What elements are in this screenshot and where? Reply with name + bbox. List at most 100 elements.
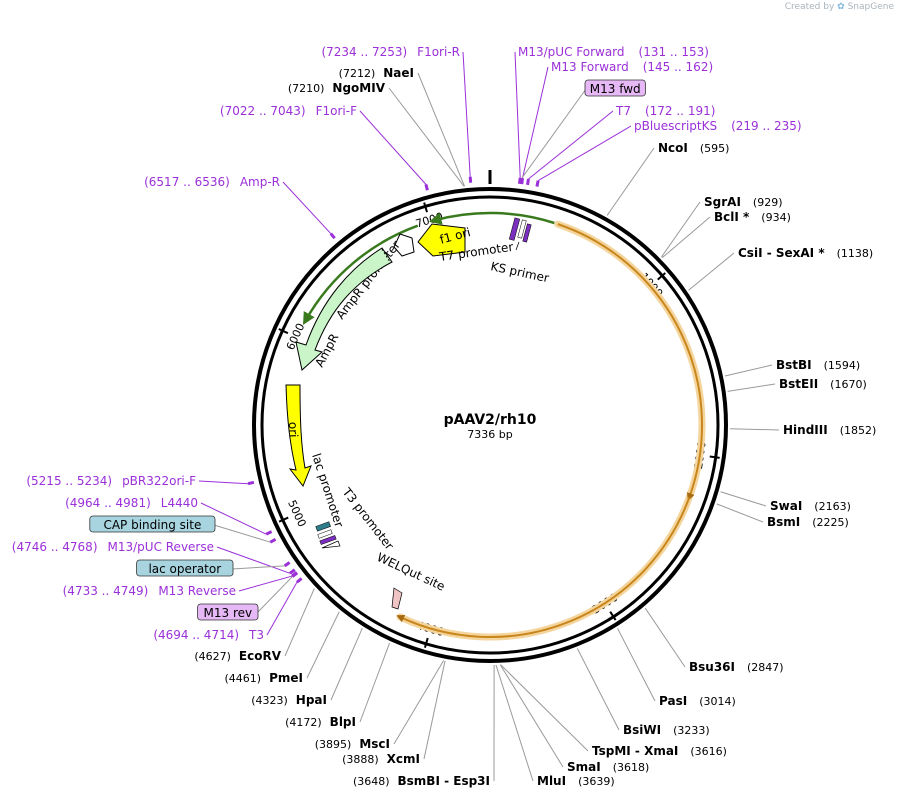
- enzyme-leader-line: [423, 660, 446, 760]
- primer-leader-line: [238, 575, 293, 592]
- primer-leader-line: [200, 502, 267, 535]
- enzyme-site[interactable]: BsmI(2225): [767, 515, 849, 529]
- boxed-feature-label[interactable]: M13 fwd: [590, 82, 641, 96]
- enzyme-site[interactable]: BstEII(1670): [779, 377, 867, 391]
- enzyme-leader-line: [499, 664, 564, 768]
- enzyme-site[interactable]: MluI(3639): [537, 774, 615, 788]
- primer-name: F1ori-F: [316, 104, 357, 118]
- enzyme-site[interactable]: (3895)MscI: [315, 737, 390, 751]
- enzyme-site[interactable]: (4627)EcoRV: [194, 649, 281, 663]
- primer-site[interactable]: M13/pUC Forward (131 .. 153): [518, 45, 709, 59]
- enzyme-site[interactable]: (7212)NaeI: [339, 66, 414, 80]
- primer-name: M13/pUC Forward: [518, 45, 625, 59]
- enzyme-site[interactable]: SwaI (2163): [770, 499, 851, 513]
- enzyme-name: SwaI: [770, 499, 802, 513]
- enzyme-site[interactable]: (4323) HpaI: [251, 693, 327, 707]
- primer-mark: [269, 538, 277, 544]
- tick-mark: [278, 328, 289, 335]
- enzyme-site[interactable]: CsiI - SexAI *(1138): [738, 246, 873, 260]
- enzyme-name: MscI: [359, 737, 390, 751]
- tick-label: 5000: [285, 498, 308, 529]
- primer-name: Amp-R: [240, 175, 280, 189]
- enzyme-name: CsiI - SexAI *: [738, 246, 825, 260]
- enzyme-site[interactable]: (4461) PmeI: [225, 671, 303, 685]
- boxed-feature-label[interactable]: CAP binding site: [103, 518, 201, 532]
- enzyme-site[interactable]: (4172)BlpI: [285, 715, 356, 729]
- primer-range: (5215 .. 5234): [26, 474, 112, 488]
- enzyme-site[interactable]: NcoI(595): [658, 141, 729, 155]
- tick-mark: [423, 202, 428, 213]
- enzyme-position: (3014): [699, 695, 736, 708]
- enzyme-name: BstEII: [779, 377, 818, 391]
- enzyme-site[interactable]: HindIII(1852): [783, 423, 876, 437]
- primer-leader-line: [266, 581, 298, 636]
- enzyme-site[interactable]: BclI *(934): [714, 210, 791, 224]
- primer-leader-line: [521, 88, 587, 179]
- primer-name: M13 Forward: [551, 60, 629, 74]
- snapgene-logo-icon: ✿: [837, 2, 845, 12]
- enzyme-name: NaeI: [383, 66, 414, 80]
- tick-mark: [709, 455, 720, 459]
- enzyme-position: (2163): [814, 500, 851, 513]
- primer-leader-line: [213, 524, 271, 543]
- primer-site[interactable]: (5215 .. 5234)pBR322ori-F: [26, 474, 196, 488]
- enzyme-name: TspMI - XmaI: [592, 744, 678, 758]
- enzyme-leader-line: [500, 664, 589, 752]
- enzyme-site[interactable]: (7210)NgoMIV: [288, 81, 386, 95]
- feature-box: [136, 559, 234, 577]
- ori-feature: ori: [285, 384, 312, 488]
- plasmid-size: 7336 bp: [467, 428, 512, 441]
- primer-site[interactable]: (4733 .. 4749)M13 Reverse: [63, 584, 236, 598]
- enzyme-site[interactable]: (3648)BsmBI - Esp3I: [353, 774, 490, 788]
- primer-range: (4694 .. 4714): [153, 628, 239, 642]
- enzyme-leader-line: [576, 648, 620, 731]
- backbone-outer: [252, 187, 728, 663]
- enzyme-position: (929): [753, 196, 783, 209]
- primer-site[interactable]: (7022 .. 7043) F1ori-F: [220, 104, 357, 118]
- enzyme-position: (2225): [812, 516, 849, 529]
- enzyme-name: SmaI: [567, 760, 601, 774]
- primer-name: L4440: [161, 496, 198, 510]
- enzyme-name: EcoRV: [239, 649, 282, 663]
- enzyme-site[interactable]: SmaI(3618): [567, 760, 649, 774]
- enzyme-name: HpaI: [296, 693, 327, 707]
- primer-site[interactable]: (4694 .. 4714)T3: [153, 628, 264, 642]
- enzyme-site[interactable]: TspMI - XmaI(3616): [592, 744, 727, 758]
- primer-site[interactable]: (4964 .. 4981)L4440: [65, 496, 198, 510]
- primer-name: pBluescriptKS: [634, 119, 717, 133]
- ori-label: ori: [286, 422, 301, 438]
- primer-site[interactable]: T7(172 .. 191): [615, 104, 715, 118]
- primer-mark: [265, 530, 273, 536]
- feature-box: [89, 515, 216, 533]
- boxed-feature-label[interactable]: lac operator: [148, 562, 221, 576]
- enzyme-leader-line: [606, 147, 655, 216]
- primer-site[interactable]: pBluescriptKS(219 .. 235): [634, 119, 802, 133]
- primer-site[interactable]: (4746 .. 4768)M13/pUC Reverse: [12, 540, 214, 554]
- primer-site[interactable]: M13 Forward(145 .. 162): [551, 60, 713, 74]
- enzyme-site[interactable]: BstBI(1594): [776, 358, 860, 372]
- primer-range: (131 .. 153): [639, 45, 709, 59]
- enzyme-site[interactable]: SgrAI(929): [704, 195, 783, 209]
- enzyme-name: PmeI: [269, 671, 303, 685]
- enzyme-leader-line: [729, 428, 780, 431]
- enzyme-leader-line: [284, 588, 315, 657]
- enzyme-leader-line: [688, 252, 735, 291]
- enzyme-leader-line: [359, 642, 391, 723]
- primer-site[interactable]: (7234 .. 7253)F1ori-R: [321, 45, 460, 59]
- enzyme-position: (3888): [342, 753, 379, 766]
- enzyme-name: NcoI: [658, 141, 688, 155]
- primer-leader-line: [522, 66, 549, 179]
- enzyme-site[interactable]: PasI(3014): [659, 694, 736, 708]
- enzyme-leader-line: [393, 660, 445, 745]
- primer-range: (7022 .. 7043): [220, 104, 306, 118]
- enzyme-site[interactable]: BsiWI(3233): [623, 723, 710, 737]
- enzyme-site[interactable]: Bsu36I(2847): [689, 660, 784, 674]
- primer-site[interactable]: (6517 .. 6536)Amp-R: [144, 175, 280, 189]
- primer-leader-line: [359, 110, 427, 185]
- t3-promoter-label: T3 promoter: [339, 484, 397, 552]
- enzyme-position: (4323): [251, 694, 288, 707]
- enzyme-site[interactable]: (3888)XcmI: [342, 752, 420, 766]
- primer-leader-line: [528, 110, 614, 180]
- enzyme-position: (4461): [225, 672, 262, 685]
- boxed-feature-label[interactable]: M13 rev: [204, 606, 253, 620]
